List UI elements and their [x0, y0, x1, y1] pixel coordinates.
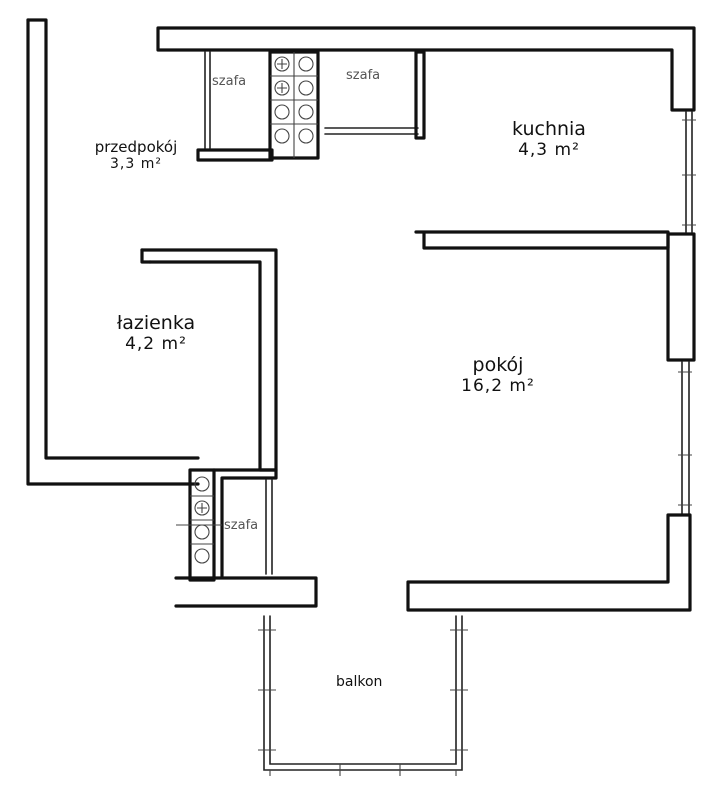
room-window — [678, 361, 692, 516]
balcony-outline — [258, 615, 468, 776]
room-label: pokój 16,2 m² — [438, 354, 558, 396]
vent-shaft-top — [268, 50, 320, 160]
balcony-label: balkon — [336, 674, 383, 690]
room-area: 16,2 m² — [461, 376, 535, 396]
room-name: pokój — [472, 354, 524, 376]
outer-left-wall — [26, 18, 200, 486]
hall-label: przedpokój 3,3 m² — [84, 138, 188, 172]
hall-closet-right — [324, 50, 426, 140]
bathroom-walls — [140, 248, 278, 472]
hall-area: 3,3 m² — [110, 156, 162, 172]
closet-label-hall-right: szafa — [346, 68, 381, 83]
right-wall-pier — [666, 232, 696, 362]
bathroom-name: łazienka — [116, 312, 196, 334]
bottom-left-wall — [174, 576, 318, 608]
kitchen-area: 4,3 m² — [518, 140, 580, 160]
lower-closet — [176, 468, 278, 578]
top-wall — [156, 26, 696, 112]
bathroom-label: łazienka 4,2 m² — [100, 312, 212, 354]
kitchen-label: kuchnia 4,3 m² — [494, 118, 604, 160]
vent-circles-top — [274, 56, 314, 144]
right-lower-wall — [406, 513, 692, 612]
kitchen-name: kuchnia — [512, 118, 586, 140]
hall-closet-left — [196, 51, 274, 162]
closet-label-hall-left: szafa — [212, 74, 247, 89]
kitchen-window — [682, 111, 696, 233]
kitchen-room-partition — [414, 230, 670, 250]
hall-name: przedpokój — [94, 138, 178, 156]
closet-label-bath-side: szafa — [224, 518, 259, 533]
bathroom-area: 4,2 m² — [125, 334, 187, 354]
